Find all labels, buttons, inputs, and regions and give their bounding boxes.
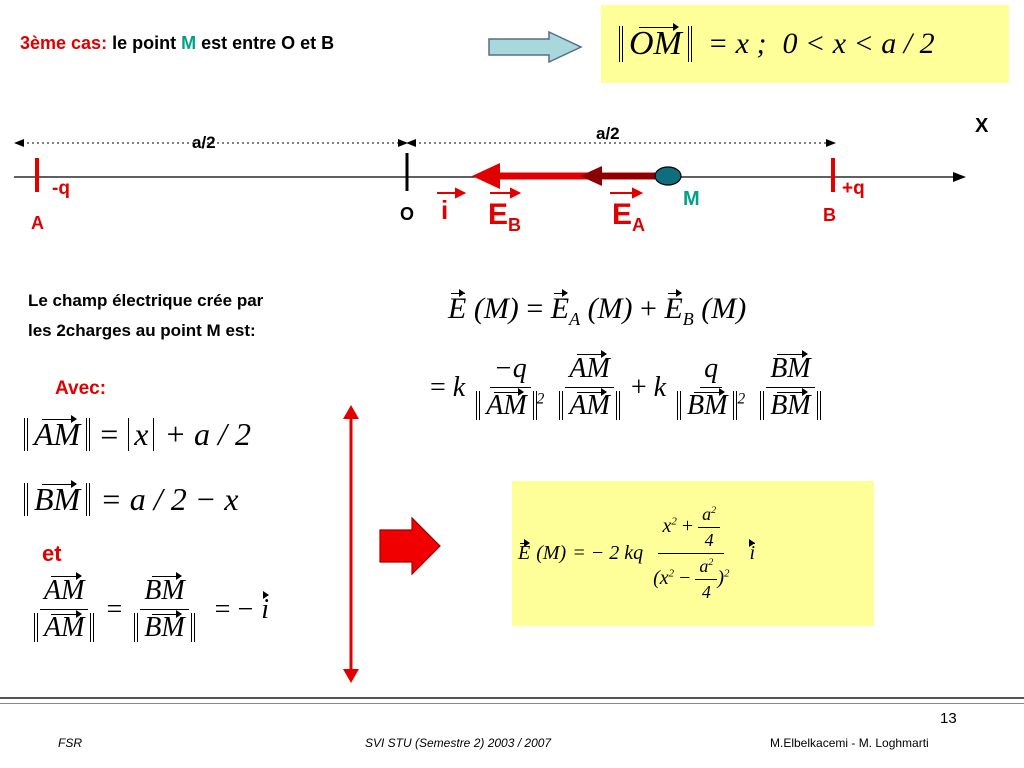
page-number: 13 [940, 710, 957, 727]
vertical-double-arrow-icon [343, 405, 359, 683]
footer-divider [0, 697, 1024, 699]
footer-left: FSR [58, 736, 82, 750]
avec-label: Avec: [55, 378, 107, 399]
eq-bm-norm: BM = a / 2 − x [24, 479, 238, 518]
point-a-label: A [31, 213, 44, 233]
formula-om-box: OM = x ; 0 < x < a / 2 [601, 5, 1009, 83]
field-ea-label: EA [612, 198, 646, 235]
om-vector: OM [629, 23, 682, 63]
title-text-after: est entre O et B [196, 33, 335, 53]
om-equals-x: = x ; [707, 27, 767, 60]
right-arrow-icon [488, 30, 583, 64]
case-label: 3ème cas: [20, 33, 108, 53]
eq-unit-vectors: AM AM = BM BM = − i [30, 572, 269, 644]
om-condition: 0 < x < a / 2 [782, 27, 935, 60]
axis-label-x: X [975, 115, 989, 137]
implies-arrow-icon [379, 516, 441, 576]
eq-field-sum: E (M) = EA (M) + EB (M) [448, 289, 747, 329]
eq-am-norm: AM = x + a / 2 [24, 414, 251, 453]
footer-divider-thin [0, 703, 1024, 704]
axis-diagram [14, 139, 966, 199]
slide-title: 3ème cas: le point M est entre O et B [20, 33, 334, 54]
point-m-label: M [683, 188, 700, 210]
footer-right: M.Elbelkacemi - M. Loghmarti [770, 736, 929, 750]
point-m-dot [654, 166, 682, 186]
field-eb-label: EB [488, 198, 522, 235]
half-right-label: a/2 [596, 124, 620, 143]
title-point: M [181, 33, 197, 53]
charge-b-label: +q [842, 178, 865, 199]
point-b-label: B [823, 205, 836, 225]
charge-a-label: -q [52, 178, 70, 199]
unit-vector-i: i [441, 195, 449, 225]
et-label: et [42, 541, 62, 566]
title-text-before: le point [107, 33, 182, 53]
origin-label: O [400, 204, 415, 224]
half-left-label: a/2 [192, 133, 216, 152]
footer-center: SVI STU (Semestre 2) 2003 / 2007 [365, 736, 552, 750]
intro-text: Le champ électrique crée par les 2charge… [28, 291, 264, 340]
